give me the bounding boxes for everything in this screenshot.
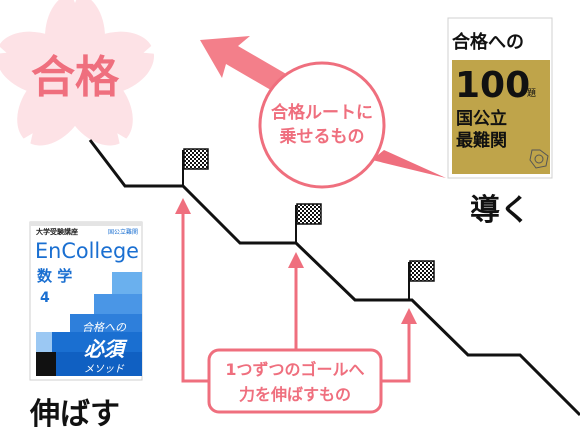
book-title-2: 必須 — [84, 337, 128, 361]
book-tag-label: 国公立難関 — [108, 228, 138, 236]
guide-bubble — [258, 61, 446, 189]
right-book-counter: 題 — [527, 88, 536, 99]
book-title-1: 合格への — [82, 321, 127, 334]
stair-path — [88, 139, 580, 417]
encollege-book-cover — [29, 221, 143, 381]
right-book-title: 合格への — [452, 31, 524, 53]
cherry-blossom-icon — [0, 0, 159, 149]
checkered-flag-icon — [182, 148, 209, 186]
checkered-flag-icon — [408, 260, 435, 300]
right-caption: 導く — [470, 193, 530, 228]
checkered-flag-icon — [295, 203, 322, 243]
book-subject: 数 学 — [37, 267, 72, 285]
goal-label: 合格 — [31, 52, 120, 103]
book-brand: EnCollege — [35, 239, 139, 263]
right-book-line-2: 国公立 — [456, 108, 507, 129]
bubble-line-1: 合格ルートに — [271, 102, 373, 123]
right-book-number: 100 — [455, 65, 530, 106]
book-title-3: メソッド — [84, 364, 125, 375]
growth-connectors — [181, 210, 411, 383]
growth-box-line-2: 力を伸ばすもの — [239, 385, 351, 404]
right-book-line-3: 最難関 — [456, 130, 507, 151]
left-caption: 伸ばす — [29, 397, 120, 432]
hundred-problems-book-cover — [447, 17, 553, 179]
growth-box — [207, 348, 383, 414]
growth-box-line-1: 1つずつのゴールへ — [225, 360, 364, 379]
arrowheads — [175, 198, 417, 324]
book-volume: 4 — [40, 290, 50, 306]
book-series-label: 大学受験講座 — [36, 227, 78, 236]
bubble-line-2: 乗せるもの — [279, 127, 365, 147]
